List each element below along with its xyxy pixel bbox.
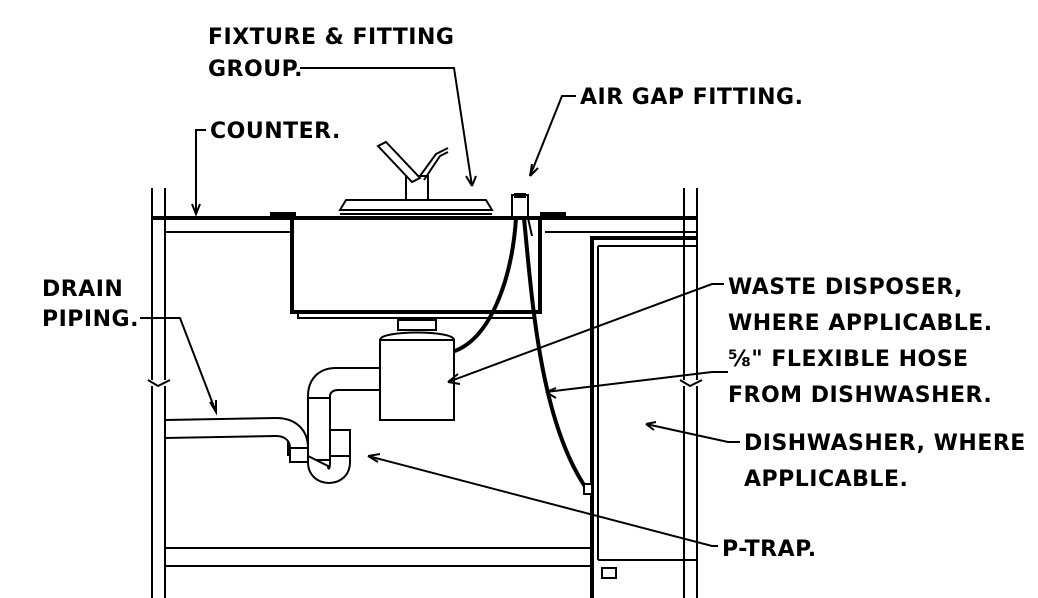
diagram-labels: FIXTURE & FITTING GROUP. AIR GAP FITTING…: [42, 25, 1026, 562]
label-waste-line2: WHERE APPLICABLE.: [728, 311, 993, 336]
label-fixture-line1: FIXTURE & FITTING: [208, 25, 454, 50]
label-fixture-line2: GROUP.: [208, 57, 303, 82]
label-hose-line2: FROM DISHWASHER.: [728, 383, 992, 408]
p-trap: [164, 367, 381, 484]
label-counter: COUNTER.: [210, 119, 341, 144]
label-waste-line1: WASTE DISPOSER,: [728, 275, 963, 300]
dishwasher: [583, 236, 697, 598]
leader-lines: [140, 67, 740, 547]
label-ptrap: P-TRAP.: [722, 537, 817, 562]
label-dishwasher-line1: DISHWASHER, WHERE: [744, 431, 1026, 456]
faucet-icon: [376, 140, 449, 201]
label-drain-line1: DRAIN: [42, 277, 123, 302]
label-dishwasher-line2: APPLICABLE.: [744, 467, 908, 492]
waste-disposer: [379, 319, 455, 421]
label-drain-line2: PIPING.: [42, 307, 139, 332]
counter: [152, 212, 697, 233]
label-air-gap: AIR GAP FITTING.: [580, 85, 803, 110]
label-hose-line1: ⅝" FLEXIBLE HOSE: [728, 347, 969, 372]
sink-bowl: [290, 199, 542, 319]
air-gap-fitting: [451, 193, 588, 490]
